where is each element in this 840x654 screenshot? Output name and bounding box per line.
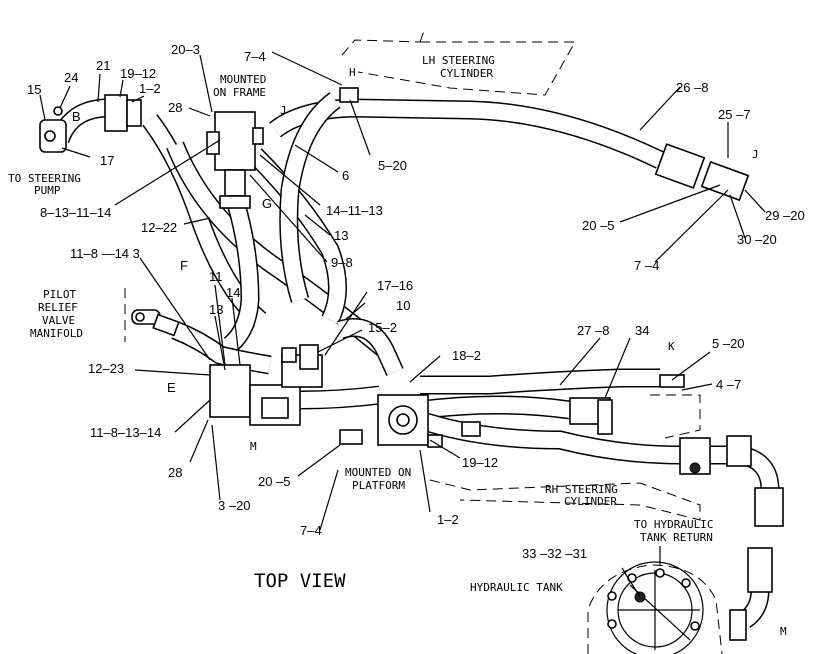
part-label-17: 17: [100, 153, 114, 168]
part-label-15-2: 15–2: [368, 320, 397, 335]
platform-mounted-valve: [339, 394, 443, 448]
part-label-7-4c: 7–4: [300, 523, 322, 538]
mounted-on-frame-label-1: MOUNTED: [220, 73, 266, 86]
part-label-19-12b: 19–12: [462, 455, 498, 470]
rh-steering-cylinder-label-1: RH STEERING: [545, 483, 618, 496]
part-label-10: 10: [396, 298, 410, 313]
letter-j1: J: [280, 104, 287, 117]
letter-k: K: [668, 340, 675, 353]
part-label-33-32-31: 33 –32 –31: [522, 546, 587, 561]
letter-j2: J: [752, 148, 759, 161]
part-label-29-20: 29 –20: [765, 208, 805, 223]
part-label-12-22: 12–22: [141, 220, 177, 235]
pilot-relief-label-1: PILOT: [43, 288, 76, 301]
letter-e: E: [167, 380, 176, 395]
letter-labels: B H J J G F E M M K: [72, 66, 787, 638]
leader-lines: [39, 51, 766, 598]
mounted-on-platform-label-1: MOUNTED ON: [345, 466, 411, 479]
part-label-19-12a: 19–12: [120, 66, 156, 81]
part-label-7-4b: 7 –4: [634, 258, 659, 273]
part-label-13b: 13: [209, 302, 223, 317]
part-label-14-11-13: 14–11–13: [326, 203, 383, 218]
mounted-on-platform-label-2: PLATFORM: [352, 479, 405, 492]
hydraulic-tank-label: HYDRAULIC TANK: [470, 581, 563, 594]
pilot-relief-valve: [131, 309, 180, 337]
part-label-25-7: 25 –7: [718, 107, 751, 122]
part-label-4-7: 4 –7: [716, 377, 741, 392]
rh-steering-cylinder-outline: [429, 394, 701, 521]
part-label-11-8-14-13: 11–8 —14 3: [70, 246, 140, 261]
to-steering-pump-label-1: TO STEERING: [8, 172, 81, 185]
hydraulic-tank-outline: [587, 561, 723, 654]
part-label-11: 11: [209, 269, 223, 284]
part-label-20-3: 20–3: [171, 42, 200, 57]
tank-return-fittings: [729, 487, 784, 641]
lh-steering-cylinder-outline: [341, 27, 576, 96]
letter-m1: M: [250, 440, 257, 453]
part-label-14: 14: [226, 285, 240, 300]
lh-steering-cylinder-label-2: CYLINDER: [440, 67, 493, 80]
part-label-6: 6: [342, 168, 349, 183]
part-label-1-2a: 1–2: [139, 81, 161, 96]
part-label-3-20: 3 –20: [218, 498, 251, 513]
lh-steering-cylinder-label-1: LH STEERING: [422, 54, 495, 67]
to-hydraulic-tank-label-1: TO HYDRAULIC: [634, 518, 713, 531]
manifold-block: [209, 344, 323, 426]
to-hydraulic-tank-label-2: TANK RETURN: [640, 531, 713, 544]
letter-b: B: [72, 109, 81, 124]
part-label-7-4a: 7–4: [244, 49, 266, 64]
part-label-20-5b: 20 –5: [258, 474, 291, 489]
part-label-18-2: 18–2: [452, 348, 481, 363]
part-label-11-8-13-14: 11–8–13–14: [90, 425, 161, 440]
part-number-labels: 15 24 21 19–12 1–2 17 20–3 28 7–4 26 –8 …: [27, 42, 805, 561]
part-label-20-5a: 20 –5: [582, 218, 615, 233]
part-label-28a: 28: [168, 100, 182, 115]
part-label-9-8: 9–8: [331, 255, 353, 270]
part-label-1-2b: 1–2: [437, 512, 459, 527]
mounted-on-frame-label-2: ON FRAME: [213, 86, 266, 99]
rh-steering-cylinder-label-2: CYLINDER: [564, 495, 617, 508]
view-title: TOP VIEW: [254, 570, 346, 592]
letter-g: G: [262, 196, 272, 211]
letter-m2: M: [780, 625, 787, 638]
part-label-34: 34: [635, 323, 649, 338]
part-label-27-8: 27 –8: [577, 323, 610, 338]
letter-f: F: [180, 258, 188, 273]
part-label-15: 15: [27, 82, 41, 97]
part-label-24: 24: [64, 70, 78, 85]
callout-labels: LH STEERING CYLINDER RH STEERING CYLINDE…: [8, 54, 713, 594]
part-label-26-8: 26 –8: [676, 80, 709, 95]
part-label-5-20b: 5 –20: [712, 336, 745, 351]
part-label-28b: 28: [168, 465, 182, 480]
part-label-12-23: 12–23: [88, 361, 124, 376]
to-steering-pump-label-2: PUMP: [34, 184, 61, 197]
part-label-17-16: 17–16: [377, 278, 413, 293]
steering-pump-fitting: [39, 94, 142, 153]
pilot-relief-label-4: MANIFOLD: [30, 327, 83, 340]
lh-cylinder-fitting: [339, 87, 750, 202]
part-label-21: 21: [96, 58, 110, 73]
part-label-5-20a: 5–20: [378, 158, 407, 173]
letter-h: H: [349, 66, 356, 79]
part-label-30-20: 30 –20: [737, 232, 777, 247]
pilot-relief-label-2: RELIEF: [38, 301, 78, 314]
part-label-8-13-11-14: 8–13–11–14: [40, 205, 111, 220]
pilot-relief-label-3: VALVE: [42, 314, 75, 327]
frame-mounted-valve: [206, 111, 264, 209]
part-label-13a: 13: [334, 228, 348, 243]
rh-cylinder-fittings: [461, 374, 752, 475]
